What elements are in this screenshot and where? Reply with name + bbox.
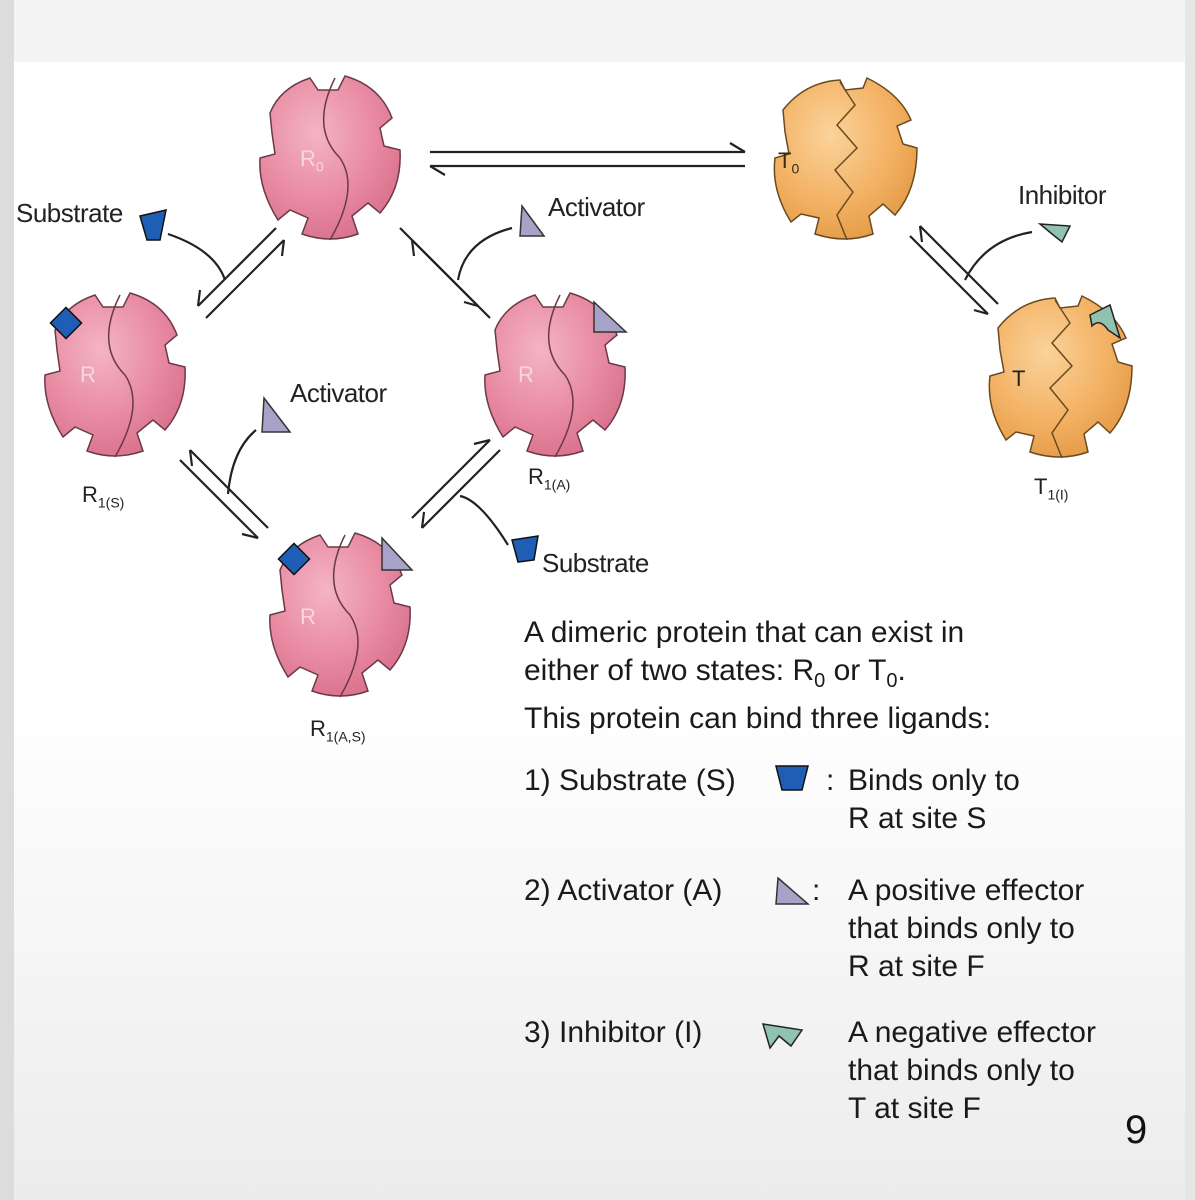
- substrate-label-top: Substrate: [16, 198, 123, 228]
- activator-label-top: Activator: [548, 192, 645, 222]
- activator-free-top: [519, 203, 546, 237]
- r1s-inner-label: R: [80, 362, 96, 387]
- binding-curve-substrate-bottom: [459, 494, 509, 546]
- r0-protein: [259, 75, 401, 241]
- binding-curve-activator-top: [456, 226, 513, 281]
- t0-inner-label: T0: [778, 148, 800, 177]
- ligand-2-label: 2) Activator (A): [524, 874, 723, 907]
- description-line3: This protein can bind three ligands:: [524, 702, 991, 735]
- eq-arrow-r1s-r1as: [179, 449, 269, 540]
- substrate-bound-r1as: [277, 542, 311, 576]
- r0-inner-label: R0: [300, 146, 324, 175]
- substrate-bound-r1s: [49, 306, 83, 340]
- substrate-label-bottom: Substrate: [542, 548, 649, 578]
- t1i-inner-label: T: [1012, 366, 1026, 391]
- ligand-3-label: 3) Inhibitor (I): [524, 1016, 703, 1049]
- r1as-label: R1(A,S): [310, 716, 366, 745]
- r1as-protein: [269, 532, 411, 698]
- inhibitor-bound-t1i: [1089, 303, 1122, 340]
- activator-free-mid: [261, 395, 292, 433]
- t0-protein: [773, 76, 918, 241]
- ligand-1-label: 1) Substrate (S): [524, 764, 736, 797]
- eq-arrow-r0-r1s: [196, 227, 286, 319]
- description: A dimeric protein that can exist in eith…: [524, 614, 991, 738]
- activator-bound-r1as: [381, 536, 414, 571]
- ligand-3-desc: A negative effector that binds only to T…: [848, 1016, 1096, 1125]
- eq-arrow-r0-t0: [429, 142, 746, 176]
- r1a-label: R1(A): [528, 464, 571, 493]
- r1s-protein: [44, 292, 186, 458]
- activator-label-mid: Activator: [290, 378, 387, 408]
- binding-curve-activator-mid: [226, 429, 257, 495]
- ligand-2-colon: :: [812, 874, 821, 907]
- substrate-free-top: [139, 209, 167, 241]
- substrate-free-bottom: [511, 535, 539, 563]
- inhibitor-label: Inhibitor: [1018, 180, 1107, 210]
- ligand-1-desc: Binds only to R at site S: [848, 764, 1020, 835]
- eq-arrow-t0-t1i: [909, 225, 999, 316]
- slide-top-band: [0, 0, 1195, 62]
- description-line1: A dimeric protein that can exist in: [524, 616, 965, 649]
- r1a-inner-label: R: [518, 362, 534, 387]
- legend-substrate-icon: [775, 765, 809, 791]
- ligand-1-colon: :: [826, 764, 835, 797]
- page-number: 9: [1125, 1108, 1148, 1152]
- eq-arrow-r1a-r1as: [411, 438, 501, 529]
- t1i-protein: [988, 294, 1133, 459]
- inhibitor-free: [1037, 223, 1072, 244]
- activator-bound-r1a: [593, 300, 628, 333]
- t1i-label: T1(I): [1034, 474, 1069, 503]
- legend-inhibitor-icon: [761, 1023, 804, 1050]
- binding-curve-inhibitor: [964, 230, 1033, 281]
- r1as-inner-label: R: [300, 604, 316, 629]
- legend-activator-icon: [775, 876, 811, 905]
- r1a-protein: [484, 292, 626, 458]
- slide-right-border: [1185, 0, 1195, 1200]
- r1s-label: R1(S): [82, 482, 125, 511]
- description-line2: either of two states: R0 or T0.: [524, 654, 906, 692]
- binding-curve-substrate-top: [167, 232, 227, 281]
- ligand-2-desc: A positive effector that binds only to R…: [848, 874, 1085, 983]
- slide-left-border: [0, 0, 14, 1200]
- eq-arrow-r0-r1a: [399, 227, 491, 319]
